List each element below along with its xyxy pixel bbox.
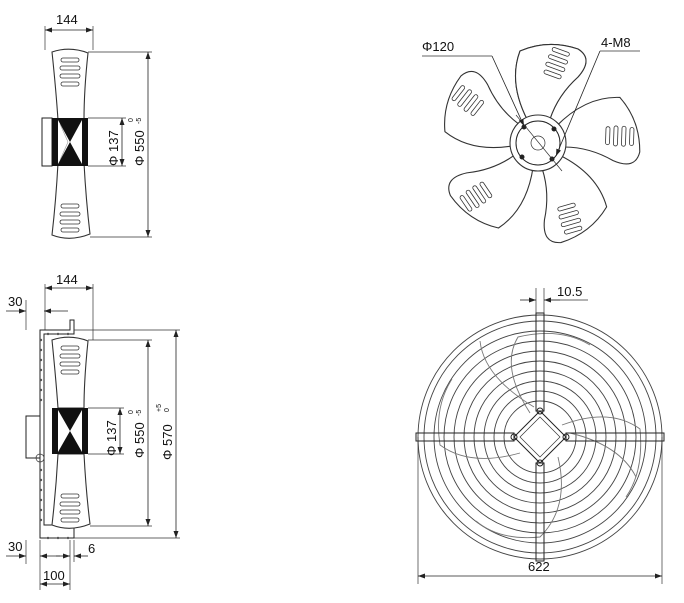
front-view-top: Φ120 4-M8 bbox=[422, 35, 648, 252]
flange-bottom-label: 30 bbox=[8, 539, 22, 554]
hub-outer bbox=[509, 114, 567, 172]
overall-width-label: 622 bbox=[528, 559, 550, 574]
hub-circle-label: Φ120 bbox=[422, 39, 454, 54]
side-bottom-fan-tol-upper: 0 bbox=[128, 410, 135, 414]
side-top-hub-dia-label: Φ 137 bbox=[106, 130, 121, 166]
thickness-label: 6 bbox=[88, 541, 95, 556]
side-top-fan-tol-lower: -5 bbox=[136, 118, 143, 124]
side-top-width-label: 144 bbox=[56, 12, 78, 27]
guard-dia-label: Φ 570 bbox=[160, 424, 175, 460]
side-view-top: 144 Φ 137 Φ 550 0 -5 bbox=[41, 12, 152, 239]
guard-front-view: 10.5 622 bbox=[415, 284, 665, 584]
flange-top-label: 30 bbox=[8, 294, 22, 309]
bolt-label: 4-M8 bbox=[601, 35, 631, 50]
bar-width-label: 10.5 bbox=[557, 284, 582, 299]
blade-lower bbox=[51, 162, 91, 239]
side-bottom-fan-dia-label: Φ 550 bbox=[132, 422, 147, 458]
side-bottom-hub-dia-label: Φ 137 bbox=[104, 420, 119, 456]
side-view-bottom: 144 30 Φ 137 Φ 550 0 bbox=[6, 272, 180, 590]
side-bottom-width-label: 144 bbox=[56, 272, 78, 287]
side-top-fan-dia-label: Φ 550 bbox=[132, 130, 147, 166]
guard-dia-tol-lower: 0 bbox=[164, 408, 171, 412]
guard-frame bbox=[39, 319, 75, 539]
motor-back bbox=[41, 117, 53, 167]
side-bottom-fan-tol-lower: -5 bbox=[136, 410, 143, 416]
guard-dia-tol-upper: +5 bbox=[156, 404, 163, 412]
depth-label: 100 bbox=[43, 568, 65, 583]
side-top-fan-tol-upper: 0 bbox=[128, 118, 135, 122]
